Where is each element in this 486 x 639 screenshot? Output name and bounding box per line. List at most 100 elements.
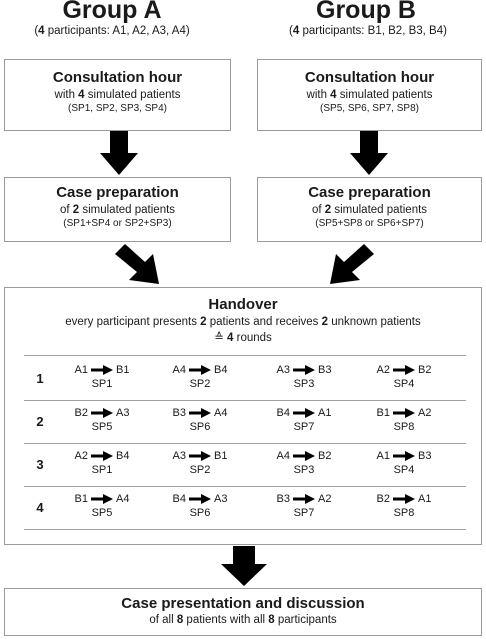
group-a-title: Group A	[62, 0, 162, 24]
right-arrow-icon	[293, 451, 315, 461]
group-b-title: Group B	[316, 0, 416, 24]
receiver-label: B3	[418, 450, 432, 462]
right-arrow-icon	[393, 408, 415, 418]
handover-pair: A1 B3	[364, 449, 444, 463]
right-arrow-icon	[189, 494, 211, 504]
patient-label: SP4	[393, 378, 415, 390]
receiver-label: A2	[318, 493, 332, 505]
table-divider	[24, 486, 466, 487]
patient-label: SP5	[91, 421, 113, 433]
right-arrow-icon	[189, 408, 211, 418]
receiver-label: B4	[116, 450, 130, 462]
round-number: 4	[36, 500, 44, 515]
handover-title: Handover	[208, 296, 278, 313]
right-arrow-icon	[189, 365, 211, 375]
right-arrow-icon	[293, 494, 315, 504]
presenter-label: A2	[74, 450, 88, 462]
consultation-line: with 4 simulated patients	[306, 89, 433, 101]
round-number: 1	[36, 371, 44, 386]
right-arrow-icon	[91, 451, 113, 461]
receiver-label: B3	[318, 364, 332, 376]
preparation-title: Case preparation	[56, 184, 179, 201]
receiver-label: A2	[418, 407, 432, 419]
preparation-title: Case preparation	[308, 184, 431, 201]
handover-rounds-note: ≙ 4 rounds	[214, 332, 272, 344]
receiver-label: B1	[214, 450, 228, 462]
down-arrow-icon	[350, 131, 388, 175]
right-arrow-icon	[91, 494, 113, 504]
presenter-label: B2	[376, 493, 390, 505]
handover-pair: A2 B4	[62, 449, 142, 463]
preparation-sps: (SP1+SP4 or SP2+SP3)	[63, 218, 172, 229]
presenter-label: A1	[376, 450, 390, 462]
preparation-box-a: Case preparation of 2 simulated patients…	[4, 177, 231, 242]
receiver-label: A4	[116, 493, 130, 505]
round-number: 3	[36, 457, 44, 472]
receiver-label: A3	[116, 407, 130, 419]
preparation-box-b: Case preparation of 2 simulated patients…	[257, 177, 482, 242]
patient-label: SP4	[393, 464, 415, 476]
patient-label: SP2	[189, 378, 211, 390]
patient-label: SP7	[293, 507, 315, 519]
group-b-participants: (4 participants: B1, B2, B3, B4)	[289, 25, 447, 37]
table-divider	[24, 443, 466, 444]
diagonal-arrow-left-icon	[330, 244, 374, 284]
handover-pair: B3 A2	[264, 492, 344, 506]
down-arrow-icon	[221, 546, 267, 586]
right-arrow-icon	[91, 408, 113, 418]
presenter-label: A3	[276, 364, 290, 376]
handover-description: every participant presents 2 patients an…	[65, 316, 421, 328]
consultation-sps: (SP5, SP6, SP7, SP8)	[320, 103, 419, 114]
consultation-box-b: Consultation hour with 4 simulated patie…	[257, 59, 482, 131]
preparation-line: of 2 simulated patients	[311, 204, 428, 216]
receiver-label: A1	[318, 407, 332, 419]
right-arrow-icon	[393, 494, 415, 504]
presenter-label: B3	[172, 407, 186, 419]
presenter-label: B3	[276, 493, 290, 505]
right-arrow-icon	[189, 451, 211, 461]
consultation-title: Consultation hour	[52, 69, 183, 86]
consultation-title: Consultation hour	[304, 69, 435, 86]
receiver-label: B1	[116, 364, 130, 376]
patient-label: SP2	[189, 464, 211, 476]
right-arrow-icon	[393, 365, 415, 375]
right-arrow-icon	[91, 365, 113, 375]
receiver-label: A1	[418, 493, 432, 505]
presenter-label: A4	[172, 364, 186, 376]
receiver-label: B2	[418, 364, 432, 376]
receiver-label: A3	[214, 493, 228, 505]
patient-label: SP8	[393, 507, 415, 519]
presenter-label: A4	[276, 450, 290, 462]
consultation-line: with 4 simulated patients	[54, 89, 181, 101]
patient-label: SP7	[293, 421, 315, 433]
presenter-label: A2	[376, 364, 390, 376]
presentation-title: Case presentation and discussion	[121, 595, 365, 612]
diagonal-arrow-right-icon	[115, 244, 159, 284]
patient-label: SP3	[293, 378, 315, 390]
patient-label: SP1	[91, 378, 113, 390]
handover-box: Handover every participant presents 2 pa…	[4, 287, 482, 545]
group-a-participants: (4 participants: A1, A2, A3, A4)	[34, 25, 190, 37]
right-arrow-icon	[293, 365, 315, 375]
